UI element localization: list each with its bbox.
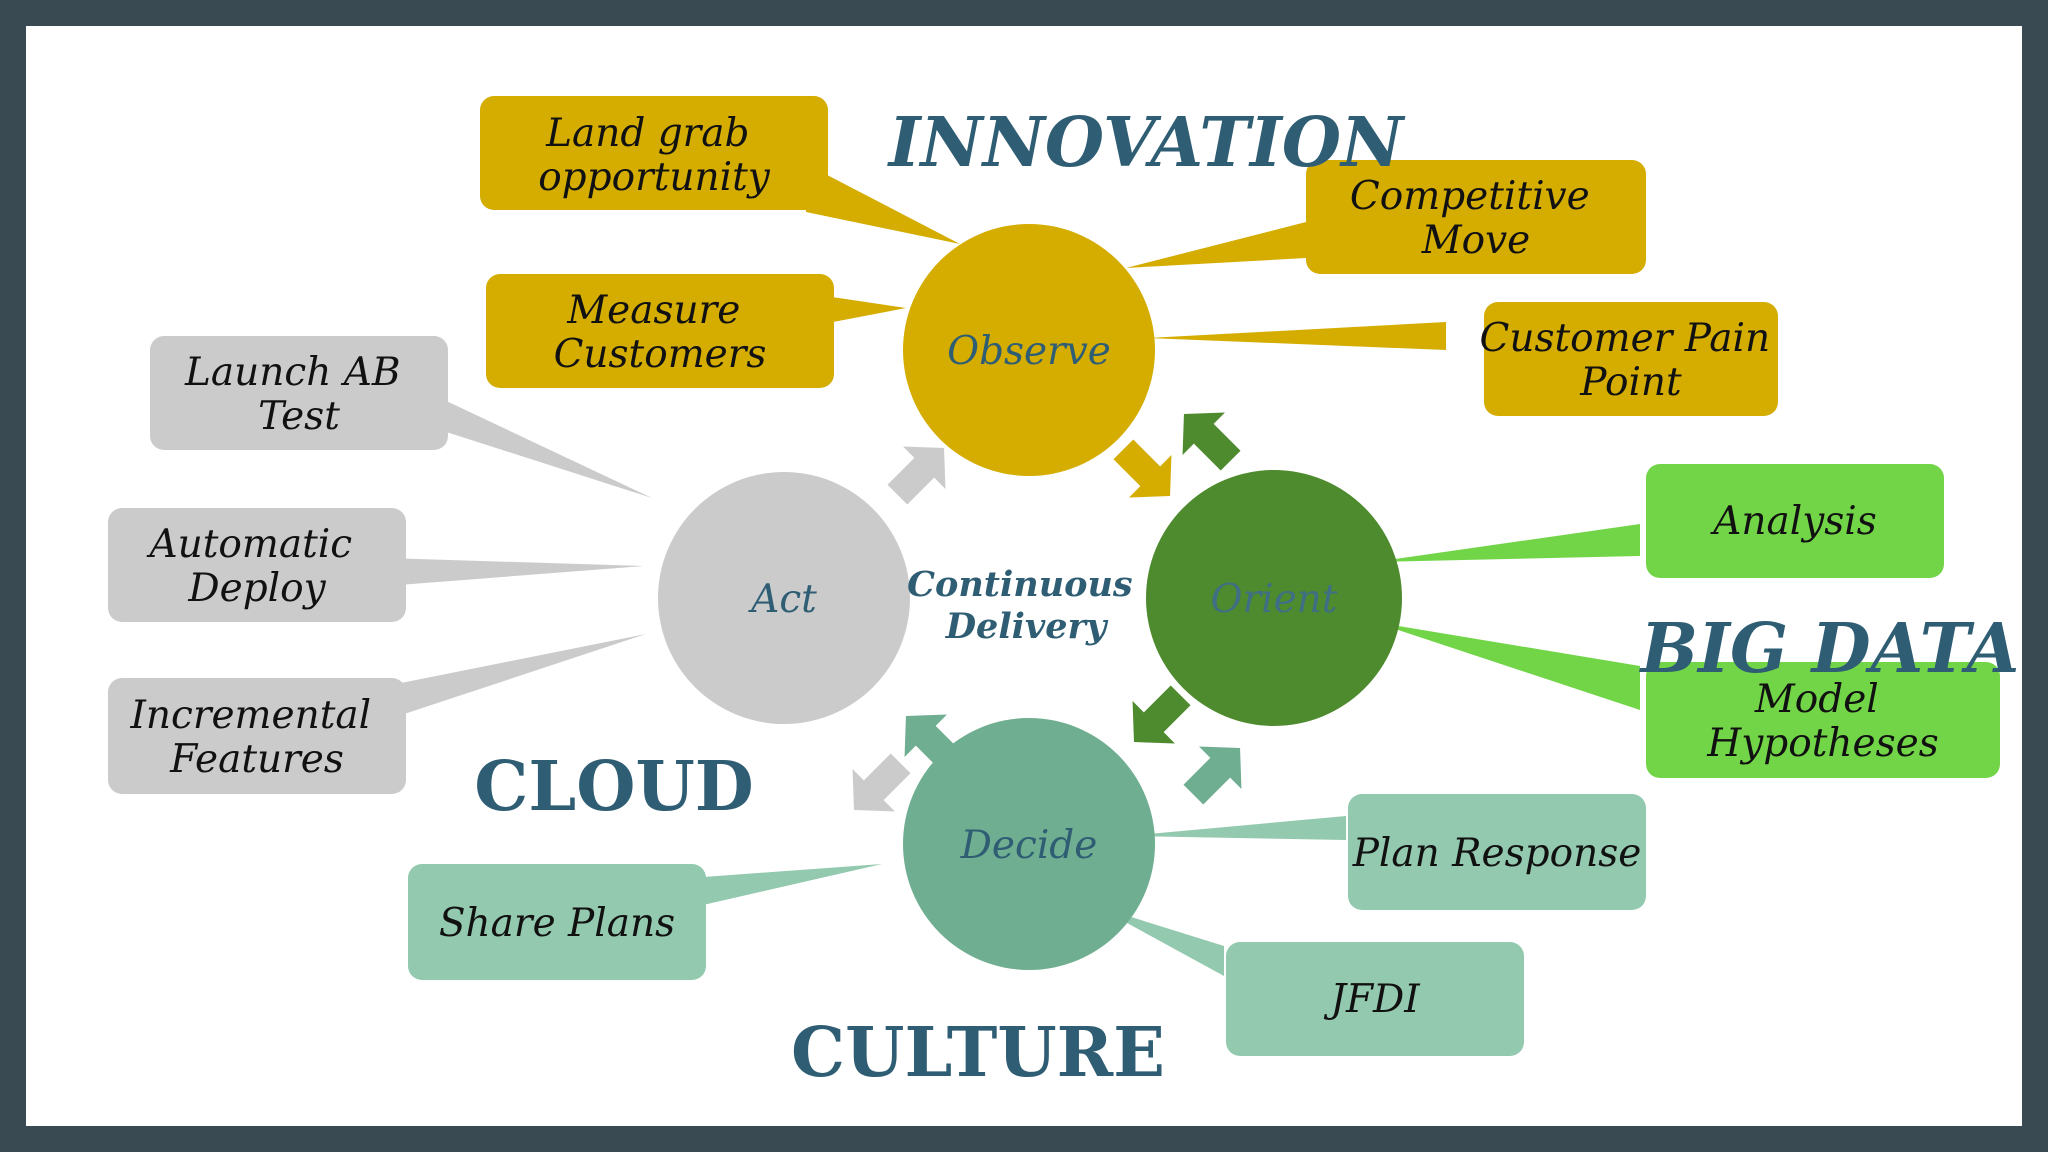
svg-text:Incremental Features: Incremental Features — [129, 693, 383, 782]
decide-callouts: Plan Response JFDI Share Plans — [408, 794, 1646, 1056]
callout-text-line: Deploy — [187, 566, 326, 611]
callout-competitive-move: Competitive Move — [1306, 160, 1646, 274]
ooda-circles: Observe Orient Decide Act — [658, 224, 1402, 970]
callout-text-line: Customer Pain — [1480, 316, 1771, 361]
tail-customer-pain-point — [1148, 322, 1446, 350]
callout-plan-response: Plan Response — [1348, 794, 1646, 910]
tail-jfdi — [1096, 906, 1224, 976]
callout-text-line: Incremental — [129, 693, 371, 738]
callout-analysis: Analysis — [1646, 464, 1944, 578]
tail-analysis — [1374, 524, 1640, 562]
svg-text:JFDI: JFDI — [1323, 977, 1421, 1022]
circle-decide: Decide — [903, 718, 1155, 970]
tail-competitive-move — [1126, 222, 1306, 268]
callout-text-line: Test — [258, 394, 340, 439]
tail-share-plans — [690, 864, 882, 908]
center-label: Continuous Delivery — [907, 564, 1145, 647]
tail-land-grab — [806, 164, 960, 244]
tail-automatic-deploy — [386, 558, 644, 586]
arrow-decide-to-orient — [1172, 726, 1262, 816]
callout-text-line: Model — [1754, 677, 1879, 722]
callout-text-line: Land grab — [545, 111, 749, 156]
orient-callouts: Analysis Model Hypotheses — [1646, 464, 2000, 778]
callout-text-line: Hypotheses — [1706, 721, 1938, 766]
svg-text:Automatic Deploy: Automatic Deploy — [146, 522, 364, 611]
callout-text-line: Measure — [566, 288, 740, 333]
tail-measure-customers — [812, 294, 906, 326]
callout-text-line: Customers — [554, 332, 767, 377]
callout-text-line: Launch AB — [184, 350, 401, 395]
slide: Land grab opportunity Measure Customers … — [26, 26, 2022, 1126]
callout-text-line: Features — [169, 737, 344, 782]
circle-act: Act — [658, 472, 910, 724]
observe-callouts: Land grab opportunity Measure Customers … — [480, 96, 1783, 416]
center-label-line: Continuous — [907, 564, 1133, 605]
callout-customer-pain-point: Customer Pain Point — [1480, 302, 1783, 416]
callout-text-line: Share Plans — [439, 901, 675, 946]
callout-measure-customers: Measure Customers — [486, 274, 834, 388]
svg-text:Launch AB Test: Launch AB Test — [184, 350, 413, 439]
callout-text-line: Point — [1579, 360, 1682, 405]
svg-text:Plan Response: Plan Response — [1352, 831, 1642, 876]
tail-plan-response — [1126, 816, 1346, 840]
circle-orient: Orient — [1146, 470, 1402, 726]
circle-observe: Observe — [903, 224, 1155, 476]
circle-label-orient: Orient — [1211, 577, 1338, 622]
tail-incremental-features — [386, 634, 646, 720]
svg-text:Competitive Move: Competitive Move — [1350, 174, 1602, 263]
callout-text-line: Move — [1421, 218, 1531, 263]
svg-text:Customer Pain Point: Customer Pain Point — [1480, 316, 1783, 405]
svg-text:Analysis: Analysis — [1710, 499, 1877, 544]
center-label-line: Delivery — [945, 606, 1109, 647]
act-callouts: Launch AB Test Automatic Deploy Incremen… — [108, 336, 448, 794]
circle-label-decide: Decide — [960, 823, 1098, 868]
svg-text:Model Hypotheses: Model Hypotheses — [1706, 677, 1938, 766]
tail-launch-ab-test — [440, 398, 652, 498]
ooda-loop-diagram: Land grab opportunity Measure Customers … — [108, 96, 2020, 1093]
callout-launch-ab-test: Launch AB Test — [150, 336, 448, 450]
callout-text-line: Competitive — [1350, 174, 1590, 219]
circle-label-act: Act — [748, 577, 817, 622]
callout-text-line: JFDI — [1323, 977, 1421, 1022]
callout-text-line: opportunity — [538, 155, 771, 200]
theme-innovation: INNOVATION — [887, 103, 1406, 183]
svg-text:Share Plans: Share Plans — [439, 901, 675, 946]
callout-model-hypotheses: Model Hypotheses — [1646, 662, 2000, 778]
callout-text-line: Automatic — [146, 522, 352, 567]
svg-text:Land grab opportunit: Land grab opportunity — [538, 111, 771, 200]
callout-jfdi: JFDI — [1226, 942, 1524, 1056]
callout-incremental-features: Incremental Features — [108, 678, 406, 794]
arrow-orient-to-observe — [1162, 392, 1252, 482]
callout-share-plans: Share Plans — [408, 864, 706, 980]
svg-text:Measure Customers: Measure Customers — [554, 288, 767, 377]
callout-text-line: Plan Response — [1352, 831, 1642, 876]
circle-label-observe: Observe — [947, 329, 1111, 374]
theme-big-data: BIG DATA — [1639, 609, 2020, 689]
callout-text-line: Analysis — [1710, 499, 1877, 544]
theme-cloud: CLOUD — [474, 747, 753, 827]
theme-culture: CULTURE — [791, 1013, 1165, 1093]
callout-tails — [386, 164, 1640, 976]
callout-automatic-deploy: Automatic Deploy — [108, 508, 406, 622]
tail-model-hypotheses — [1374, 622, 1640, 710]
callout-land-grab-opportunity: Land grab opportunity — [480, 96, 828, 210]
